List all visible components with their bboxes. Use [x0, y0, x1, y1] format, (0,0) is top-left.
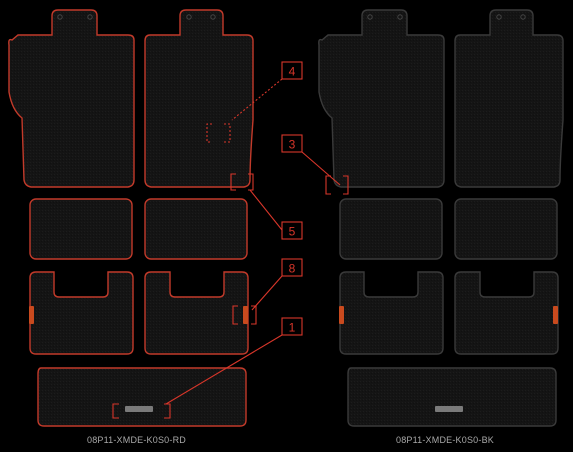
callout-number: 4 — [289, 65, 296, 79]
cargo-area-mat — [38, 368, 246, 426]
leader-line — [250, 190, 282, 230]
callout-number: 8 — [289, 262, 296, 276]
callout-number: 5 — [289, 225, 296, 239]
badge-logo-icon — [435, 406, 463, 412]
third-row-left-mat — [340, 272, 443, 354]
callout-number: 1 — [289, 321, 296, 335]
second-row-left-mat — [340, 199, 442, 259]
part-number-black-trim: 08P11-XMDE-K0S0-BK — [396, 435, 494, 445]
front-driver-mat — [9, 10, 134, 187]
front-passenger-mat — [455, 10, 563, 187]
third-row-left-mat — [30, 272, 133, 354]
anchor-tab-icon — [243, 306, 248, 324]
second-row-left-mat — [30, 199, 132, 259]
third-row-right-mat — [455, 272, 558, 354]
front-passenger-mat — [145, 10, 253, 187]
part-number-red-trim: 08P11-XMDE-K0S0-RD — [87, 435, 186, 445]
anchor-tab-icon — [29, 306, 34, 324]
second-row-right-mat — [455, 199, 557, 259]
front-driver-mat — [319, 10, 444, 187]
anchor-tab-icon — [553, 306, 558, 324]
badge-logo-icon — [125, 406, 153, 412]
leader-line — [252, 276, 282, 310]
anchor-tab-icon — [339, 306, 344, 324]
callout-number: 3 — [289, 138, 296, 152]
cargo-area-mat — [348, 368, 556, 426]
second-row-right-mat — [145, 199, 247, 259]
mat-set-red-trim — [9, 10, 253, 426]
mat-set-black-trim — [319, 10, 563, 426]
